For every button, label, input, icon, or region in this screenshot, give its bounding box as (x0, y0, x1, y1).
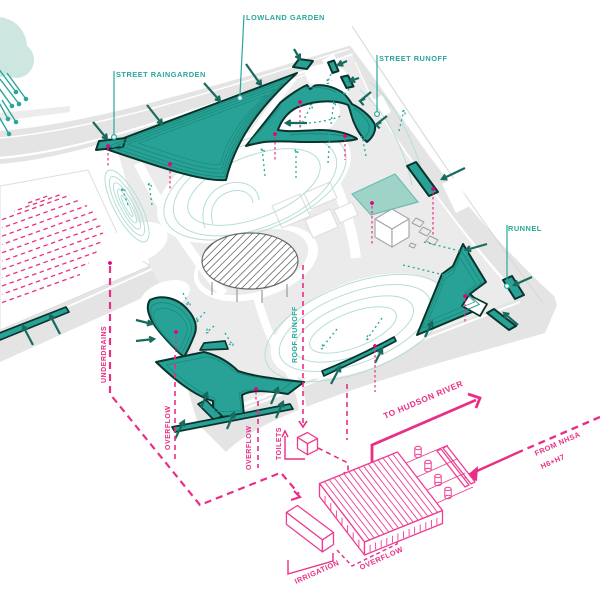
svg-text:UNDERDRAINS: UNDERDRAINS (101, 326, 108, 383)
svg-text:STREET RAINGARDEN: STREET RAINGARDEN (116, 70, 206, 79)
svg-text:ROOF RUNOFF: ROOF RUNOFF (292, 306, 299, 363)
svg-text:RUNNEL: RUNNEL (508, 224, 542, 233)
svg-text:OVERFLOW: OVERFLOW (165, 406, 172, 450)
svg-text:STREET RUNOFF: STREET RUNOFF (379, 54, 448, 63)
svg-text:TOILETS: TOILETS (276, 427, 283, 460)
svg-text:OVERFLOW: OVERFLOW (246, 426, 253, 470)
svg-text:LOWLAND GARDEN: LOWLAND GARDEN (246, 13, 325, 22)
